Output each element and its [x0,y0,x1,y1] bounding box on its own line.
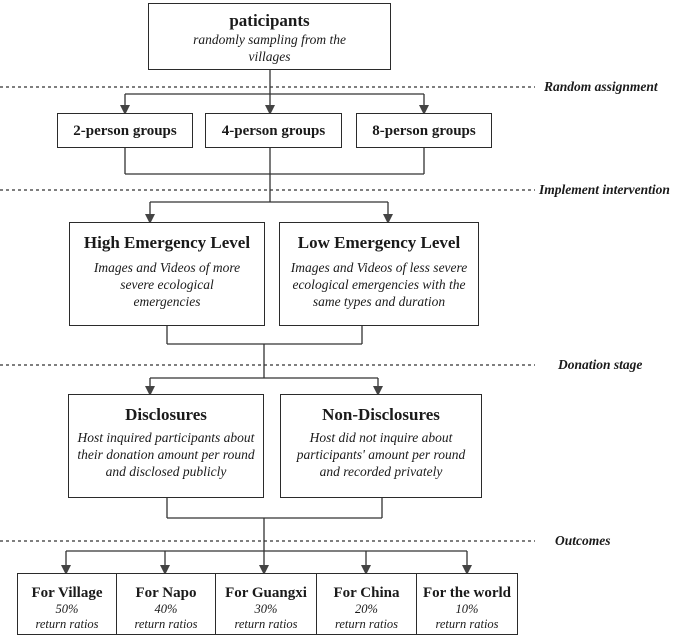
outcome-label: return ratios [134,617,198,631]
low-emergency-desc: Images and Videos of less severe ecologi… [290,260,468,309]
outcome-title: For China [333,585,400,601]
non-disclosures-box: Non-Disclosures Host did not inquire abo… [280,394,482,498]
disclosures-box: Disclosures Host inquired participants a… [68,394,264,498]
outcome-ratio: 20% [355,602,378,616]
stage-label-implement-intervention: Implement intervention [539,182,670,197]
disclosures-title: Disclosures [125,405,207,424]
participants-title: paticipants [229,11,310,30]
outcome-title: For Village [31,585,103,601]
low-emergency-box: Low Emergency Level Images and Videos of… [279,222,479,326]
outcome-label: return ratios [334,617,399,631]
outcome-box-village: For Village 50% return ratios [17,573,117,635]
outcome-ratio: 30% [254,602,278,616]
group-label: 2-person groups [73,123,177,139]
stage-label-donation-stage: Donation stage [558,357,643,372]
outcome-box-china: For China 20% return ratios [316,573,417,635]
stage-label-random-assignment: Random assignment [544,79,658,94]
group-label: 4-person groups [221,123,326,139]
group-box-8-person: 8-person groups [356,113,492,148]
group-label: 8-person groups [372,123,476,139]
non-disclosures-title: Non-Disclosures [322,405,440,424]
outcome-box-guangxi: For Guangxi 30% return ratios [215,573,317,635]
stage-label-outcomes: Outcomes [555,533,611,548]
outcome-ratio: 50% [55,602,79,616]
disclosures-desc: Host inquired participants about their d… [77,430,255,479]
high-emergency-title: High Emergency Level [83,233,251,252]
group-box-4-person: 4-person groups [205,113,342,148]
participants-box: paticipants randomly sampling from the v… [148,3,391,70]
participants-desc: randomly sampling from the villages [193,32,346,64]
non-disclosures-desc: Host did not inquire about participants'… [296,430,466,479]
outcome-ratio: 40% [154,602,178,616]
outcome-label: return ratios [35,617,99,631]
outcome-label: return ratios [234,617,298,631]
outcome-box-napo: For Napo 40% return ratios [116,573,216,635]
outcome-label: return ratios [435,617,499,631]
outcome-box-world: For the world 10% return ratios [416,573,518,635]
low-emergency-title: Low Emergency Level [297,233,461,252]
high-emergency-desc: Images and Videos of more severe ecologi… [93,260,241,309]
high-emergency-box: High Emergency Level Images and Videos o… [69,222,265,326]
outcome-ratio: 10% [455,602,479,616]
outcome-title: For Guangxi [225,585,307,601]
outcome-title: For the world [422,585,512,601]
outcome-title: For Napo [135,585,197,601]
group-box-2-person: 2-person groups [57,113,193,148]
